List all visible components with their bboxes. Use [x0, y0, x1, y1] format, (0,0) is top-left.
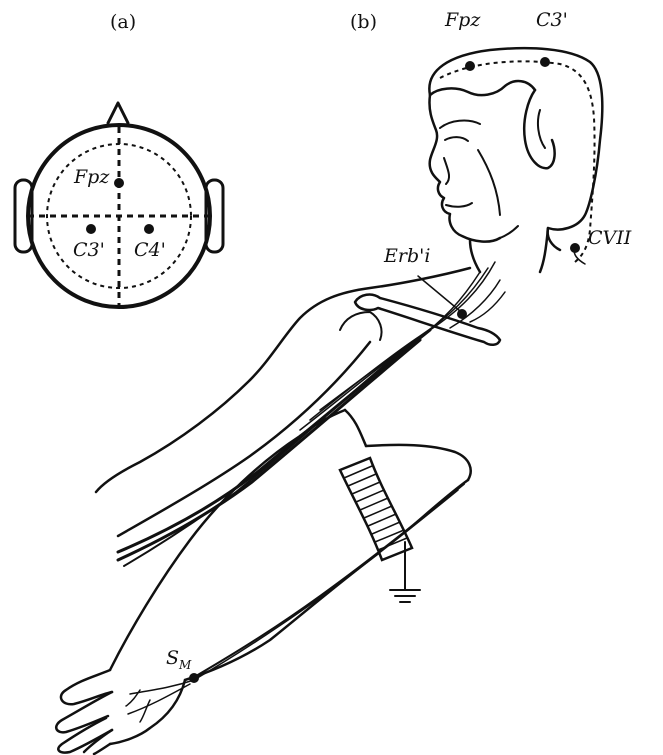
- forearm-top-contour: [110, 436, 300, 670]
- humeral-head: [340, 312, 382, 340]
- panel-a: (a) Fpz C3' C4': [15, 11, 223, 307]
- forearm-bottom-contour: [185, 480, 468, 680]
- hand-drawing: [56, 670, 194, 754]
- shoulder-drawing: Erb'i: [250, 245, 505, 430]
- upper-arm-top-contour: [96, 380, 250, 492]
- nerve-branch-3: [126, 690, 140, 706]
- nose-line: [444, 158, 449, 184]
- ring-finger: [84, 730, 112, 752]
- ear-drawing: [524, 90, 554, 168]
- plexus-strand-1: [320, 262, 495, 410]
- panel-b: (b): [56, 9, 632, 754]
- mouth: [446, 203, 472, 207]
- label-c3: C3': [536, 9, 568, 31]
- scalp-label-c4: C4': [134, 239, 166, 261]
- electrode-fpz-dot: [114, 178, 124, 188]
- neck-front: [470, 240, 480, 272]
- panel-b-label: (b): [350, 11, 377, 33]
- elbow-line: [345, 410, 366, 446]
- nose-icon: [108, 103, 128, 123]
- hairline: [430, 81, 535, 95]
- upper-arm-bottom-contour: [118, 342, 370, 536]
- cuff-band: [340, 458, 412, 560]
- index-finger: [56, 692, 112, 732]
- label-fpz: Fpz: [444, 9, 481, 31]
- eye: [445, 137, 468, 141]
- label-erb: Erb'i: [383, 245, 430, 267]
- cheek-line: [478, 150, 500, 215]
- face-profile: [429, 95, 500, 242]
- erb-leader: [418, 276, 460, 311]
- ground-cuff: [340, 458, 412, 560]
- median-nerve: [196, 484, 464, 676]
- label-cvii: CVII: [588, 227, 632, 249]
- skull-outline: [429, 48, 602, 250]
- palm-edge: [110, 680, 185, 744]
- thumb: [61, 670, 112, 704]
- scalp-label-c3: C3': [73, 239, 105, 261]
- little-finger: [94, 744, 110, 754]
- electrode-c4-dot: [144, 224, 154, 234]
- scalp-label-fpz: Fpz: [73, 166, 110, 188]
- median-nerve-2: [194, 490, 458, 680]
- jaw-line: [500, 226, 518, 238]
- electrode-fpz-head-dot: [465, 61, 475, 71]
- label-stim: SM: [166, 647, 192, 672]
- brow: [440, 121, 480, 128]
- electrode-c3-head-dot: [540, 57, 550, 67]
- palm-crease: [140, 700, 150, 722]
- panel-a-label: (a): [110, 11, 136, 33]
- ear-inner: [538, 110, 545, 148]
- electrode-c3-dot: [86, 224, 96, 234]
- forearm-elbow-back: [366, 445, 471, 480]
- neck-back: [540, 228, 548, 272]
- head-drawing: Fpz C3' CVII: [429, 9, 631, 272]
